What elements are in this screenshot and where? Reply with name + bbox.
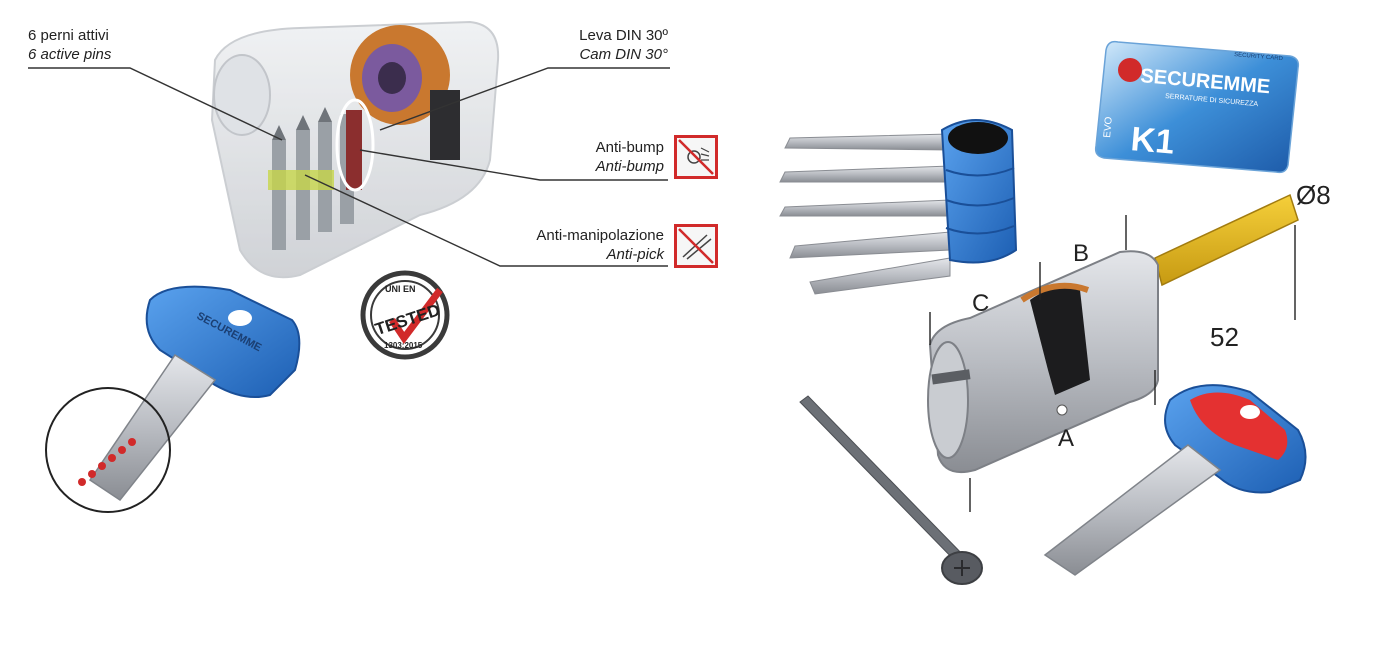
callout-anti-pick-en: Anti-pick xyxy=(606,246,664,263)
pin-stack xyxy=(268,107,362,250)
dimension-diameter: Ø8 xyxy=(1296,180,1331,210)
callout-cam-en: Cam DIN 30° xyxy=(579,46,668,63)
dimension-c: C xyxy=(972,290,990,317)
cutaway-cylinder xyxy=(210,20,500,279)
card-label-text: SECURITY CARD xyxy=(1234,52,1284,62)
card-model-text: K1 xyxy=(1129,120,1176,162)
callout-anti-bump: Anti-bump Anti-bump xyxy=(596,138,664,176)
anti-pick-glyph xyxy=(678,228,714,264)
dimension-b: B xyxy=(1073,240,1090,267)
callout-anti-bump-en: Anti-bump xyxy=(595,158,664,175)
cam-wheel xyxy=(350,25,460,160)
callout-active-pins-en: 6 active pins xyxy=(28,46,112,63)
dimension-a: A xyxy=(1058,425,1075,452)
dimension-length: 52 xyxy=(1210,322,1239,352)
main-cylinder xyxy=(927,193,1299,474)
callout-leaders xyxy=(28,67,670,267)
callout-anti-pick-it: Anti-manipolazione xyxy=(536,227,664,244)
right-key xyxy=(1043,384,1307,576)
callout-active-pins-it: 6 perni attivi xyxy=(28,27,109,44)
anti-bump-icon xyxy=(674,135,718,179)
key-fan xyxy=(779,133,951,295)
callout-anti-bump-it: Anti-bump xyxy=(595,139,664,156)
callout-cam-it: Leva DIN 30º xyxy=(579,27,668,44)
left-key: SECUREMME xyxy=(45,285,301,513)
callout-anti-pick: Anti-manipolazione Anti-pick xyxy=(536,226,664,264)
callout-cam: Leva DIN 30º Cam DIN 30° xyxy=(579,26,668,64)
anti-bump-glyph xyxy=(678,139,714,175)
anti-pick-icon xyxy=(674,224,718,268)
stamp-top-text: UNI EN xyxy=(385,284,416,294)
card-series-text: EVO xyxy=(1102,116,1115,138)
fixing-screw xyxy=(799,395,983,585)
security-card: SECUREMME SERRATURE DI SICUREZZA SECURIT… xyxy=(1094,40,1300,174)
stamp-bottom-text: 1303:2015 xyxy=(384,341,423,350)
blue-clip xyxy=(940,119,1018,264)
callout-active-pins: 6 perni attivi 6 active pins xyxy=(28,26,111,64)
dimension-lines xyxy=(929,215,1296,512)
tested-stamp: UNI EN TESTED 1303:2015 xyxy=(360,270,450,360)
